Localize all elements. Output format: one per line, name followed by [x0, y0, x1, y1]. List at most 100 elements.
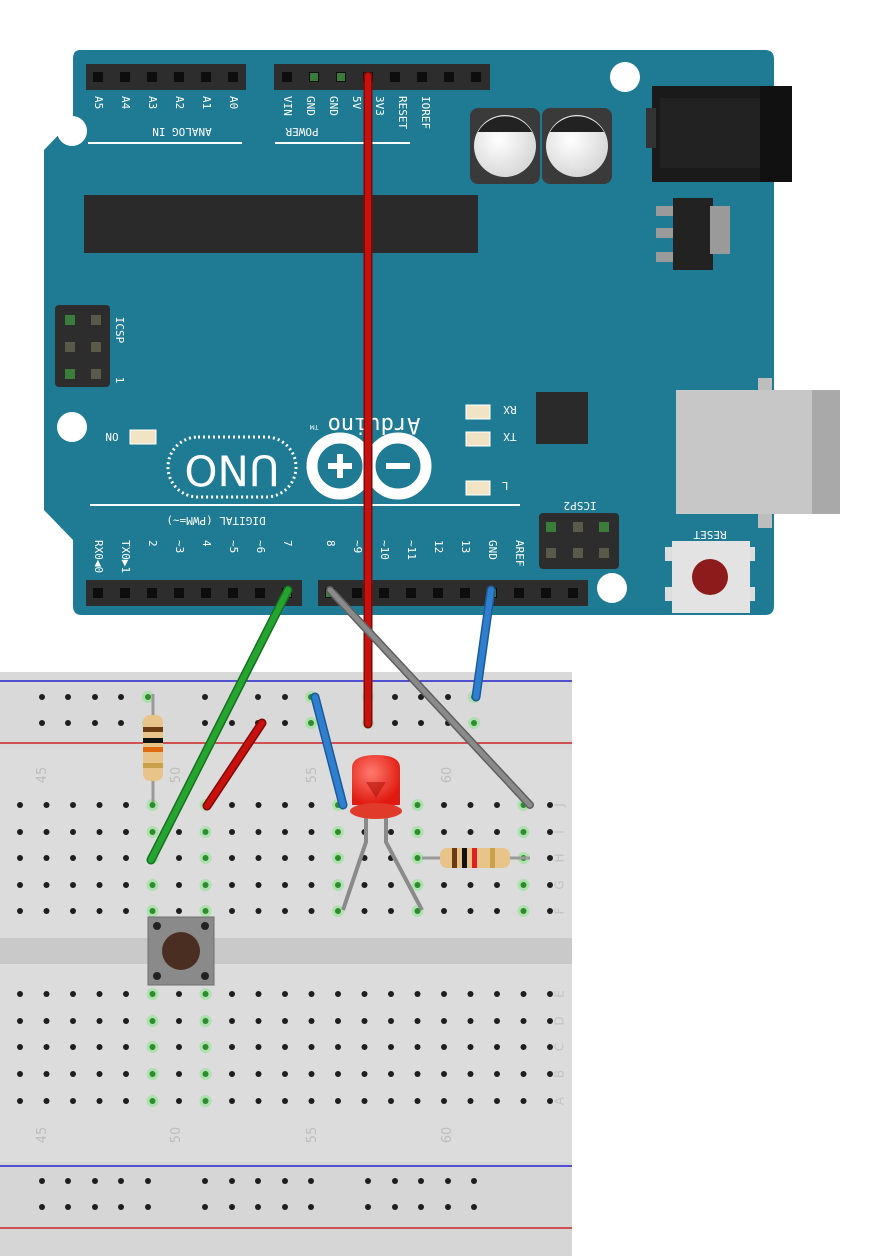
- breadboard-hole[interactable]: [520, 1044, 527, 1050]
- breadboard-hole[interactable]: [229, 720, 235, 726]
- header-pin[interactable]: [282, 72, 292, 82]
- breadboard-hole[interactable]: [308, 1044, 315, 1050]
- breadboard-hole[interactable]: [43, 855, 50, 861]
- breadboard-hole[interactable]: [547, 908, 553, 914]
- breadboard-hole[interactable]: [494, 1018, 500, 1024]
- breadboard-hole[interactable]: [282, 1098, 288, 1104]
- breadboard-hole[interactable]: [308, 1098, 315, 1104]
- breadboard-hole[interactable]: [308, 1178, 314, 1184]
- header-pin[interactable]: [390, 72, 400, 82]
- breadboard-hole[interactable]: [441, 829, 447, 835]
- breadboard-hole[interactable]: [520, 1018, 527, 1024]
- breadboard-hole[interactable]: [17, 1044, 23, 1050]
- breadboard-hole[interactable]: [229, 1204, 235, 1210]
- breadboard-hole[interactable]: [335, 855, 341, 861]
- header-pin[interactable]: [433, 588, 443, 598]
- breadboard-hole[interactable]: [494, 1071, 500, 1077]
- breadboard-hole[interactable]: [547, 1044, 553, 1050]
- breadboard-hole[interactable]: [282, 694, 288, 700]
- pushbutton[interactable]: [147, 916, 215, 986]
- header-pin[interactable]: [93, 588, 103, 598]
- breadboard-hole[interactable]: [17, 908, 23, 914]
- breadboard-hole[interactable]: [255, 802, 262, 808]
- header-pin[interactable]: [568, 588, 578, 598]
- breadboard-hole[interactable]: [149, 908, 156, 914]
- breadboard-hole[interactable]: [282, 882, 288, 888]
- breadboard-hole[interactable]: [255, 1071, 262, 1077]
- breadboard-hole[interactable]: [547, 1071, 553, 1077]
- breadboard-hole[interactable]: [118, 1204, 124, 1210]
- breadboard-hole[interactable]: [70, 1044, 76, 1050]
- breadboard-hole[interactable]: [229, 1044, 235, 1050]
- header-pin[interactable]: [255, 588, 265, 598]
- breadboard-hole[interactable]: [335, 1071, 341, 1077]
- breadboard-hole[interactable]: [176, 1018, 182, 1024]
- breadboard-hole[interactable]: [202, 908, 209, 914]
- header-pin[interactable]: [147, 588, 157, 598]
- breadboard-hole[interactable]: [65, 1178, 71, 1184]
- breadboard-hole[interactable]: [96, 882, 103, 888]
- breadboard-hole[interactable]: [335, 908, 341, 914]
- breadboard-hole[interactable]: [149, 829, 156, 835]
- breadboard-hole[interactable]: [445, 694, 451, 700]
- breadboard-hole[interactable]: [467, 908, 474, 914]
- breadboard-hole[interactable]: [96, 1044, 103, 1050]
- header-pin[interactable]: [417, 72, 427, 82]
- breadboard-hole[interactable]: [547, 829, 553, 835]
- reset-button[interactable]: [665, 541, 755, 613]
- header-pin[interactable]: [228, 588, 238, 598]
- breadboard-hole[interactable]: [176, 1044, 182, 1050]
- breadboard-hole[interactable]: [467, 1098, 474, 1104]
- breadboard-hole[interactable]: [123, 1018, 129, 1024]
- breadboard-hole[interactable]: [308, 882, 315, 888]
- breadboard-hole[interactable]: [365, 1178, 371, 1184]
- breadboard-hole[interactable]: [149, 991, 156, 997]
- breadboard-hole[interactable]: [123, 855, 129, 861]
- breadboard-hole[interactable]: [471, 1178, 477, 1184]
- breadboard-hole[interactable]: [202, 991, 209, 997]
- breadboard-hole[interactable]: [520, 1071, 527, 1077]
- breadboard-hole[interactable]: [467, 991, 474, 997]
- breadboard-hole[interactable]: [388, 1098, 394, 1104]
- breadboard-hole[interactable]: [441, 991, 447, 997]
- breadboard-hole[interactable]: [65, 1204, 71, 1210]
- breadboard-hole[interactable]: [520, 1098, 527, 1104]
- breadboard-hole[interactable]: [282, 1204, 288, 1210]
- breadboard-hole[interactable]: [255, 882, 262, 888]
- header-pin[interactable]: [228, 72, 238, 82]
- breadboard-hole[interactable]: [414, 908, 421, 914]
- breadboard-hole[interactable]: [123, 802, 129, 808]
- breadboard-hole[interactable]: [255, 991, 262, 997]
- breadboard-hole[interactable]: [43, 882, 50, 888]
- breadboard-hole[interactable]: [17, 1098, 23, 1104]
- breadboard-hole[interactable]: [176, 882, 182, 888]
- breadboard-hole[interactable]: [43, 802, 50, 808]
- breadboard-hole[interactable]: [43, 991, 50, 997]
- breadboard-hole[interactable]: [441, 1018, 447, 1024]
- breadboard-hole[interactable]: [92, 1178, 98, 1184]
- breadboard-hole[interactable]: [202, 720, 208, 726]
- breadboard-hole[interactable]: [494, 908, 500, 914]
- breadboard-hole[interactable]: [255, 1018, 262, 1024]
- breadboard-hole[interactable]: [414, 1018, 421, 1024]
- header-pin[interactable]: [541, 588, 551, 598]
- breadboard-hole[interactable]: [414, 1098, 421, 1104]
- breadboard-hole[interactable]: [445, 1178, 451, 1184]
- breadboard-hole[interactable]: [308, 1018, 315, 1024]
- breadboard-hole[interactable]: [282, 829, 288, 835]
- breadboard-hole[interactable]: [229, 1018, 235, 1024]
- breadboard-hole[interactable]: [308, 1204, 314, 1210]
- breadboard-hole[interactable]: [547, 1018, 553, 1024]
- breadboard-hole[interactable]: [123, 1098, 129, 1104]
- breadboard-hole[interactable]: [418, 720, 424, 726]
- breadboard-hole[interactable]: [388, 908, 394, 914]
- header-pin[interactable]: [379, 588, 389, 598]
- breadboard-hole[interactable]: [255, 855, 262, 861]
- breadboard-hole[interactable]: [392, 720, 398, 726]
- breadboard-hole[interactable]: [520, 882, 527, 888]
- breadboard-hole[interactable]: [176, 908, 182, 914]
- breadboard-hole[interactable]: [282, 991, 288, 997]
- breadboard-hole[interactable]: [149, 882, 156, 888]
- breadboard-hole[interactable]: [365, 1204, 371, 1210]
- breadboard-hole[interactable]: [308, 1071, 315, 1077]
